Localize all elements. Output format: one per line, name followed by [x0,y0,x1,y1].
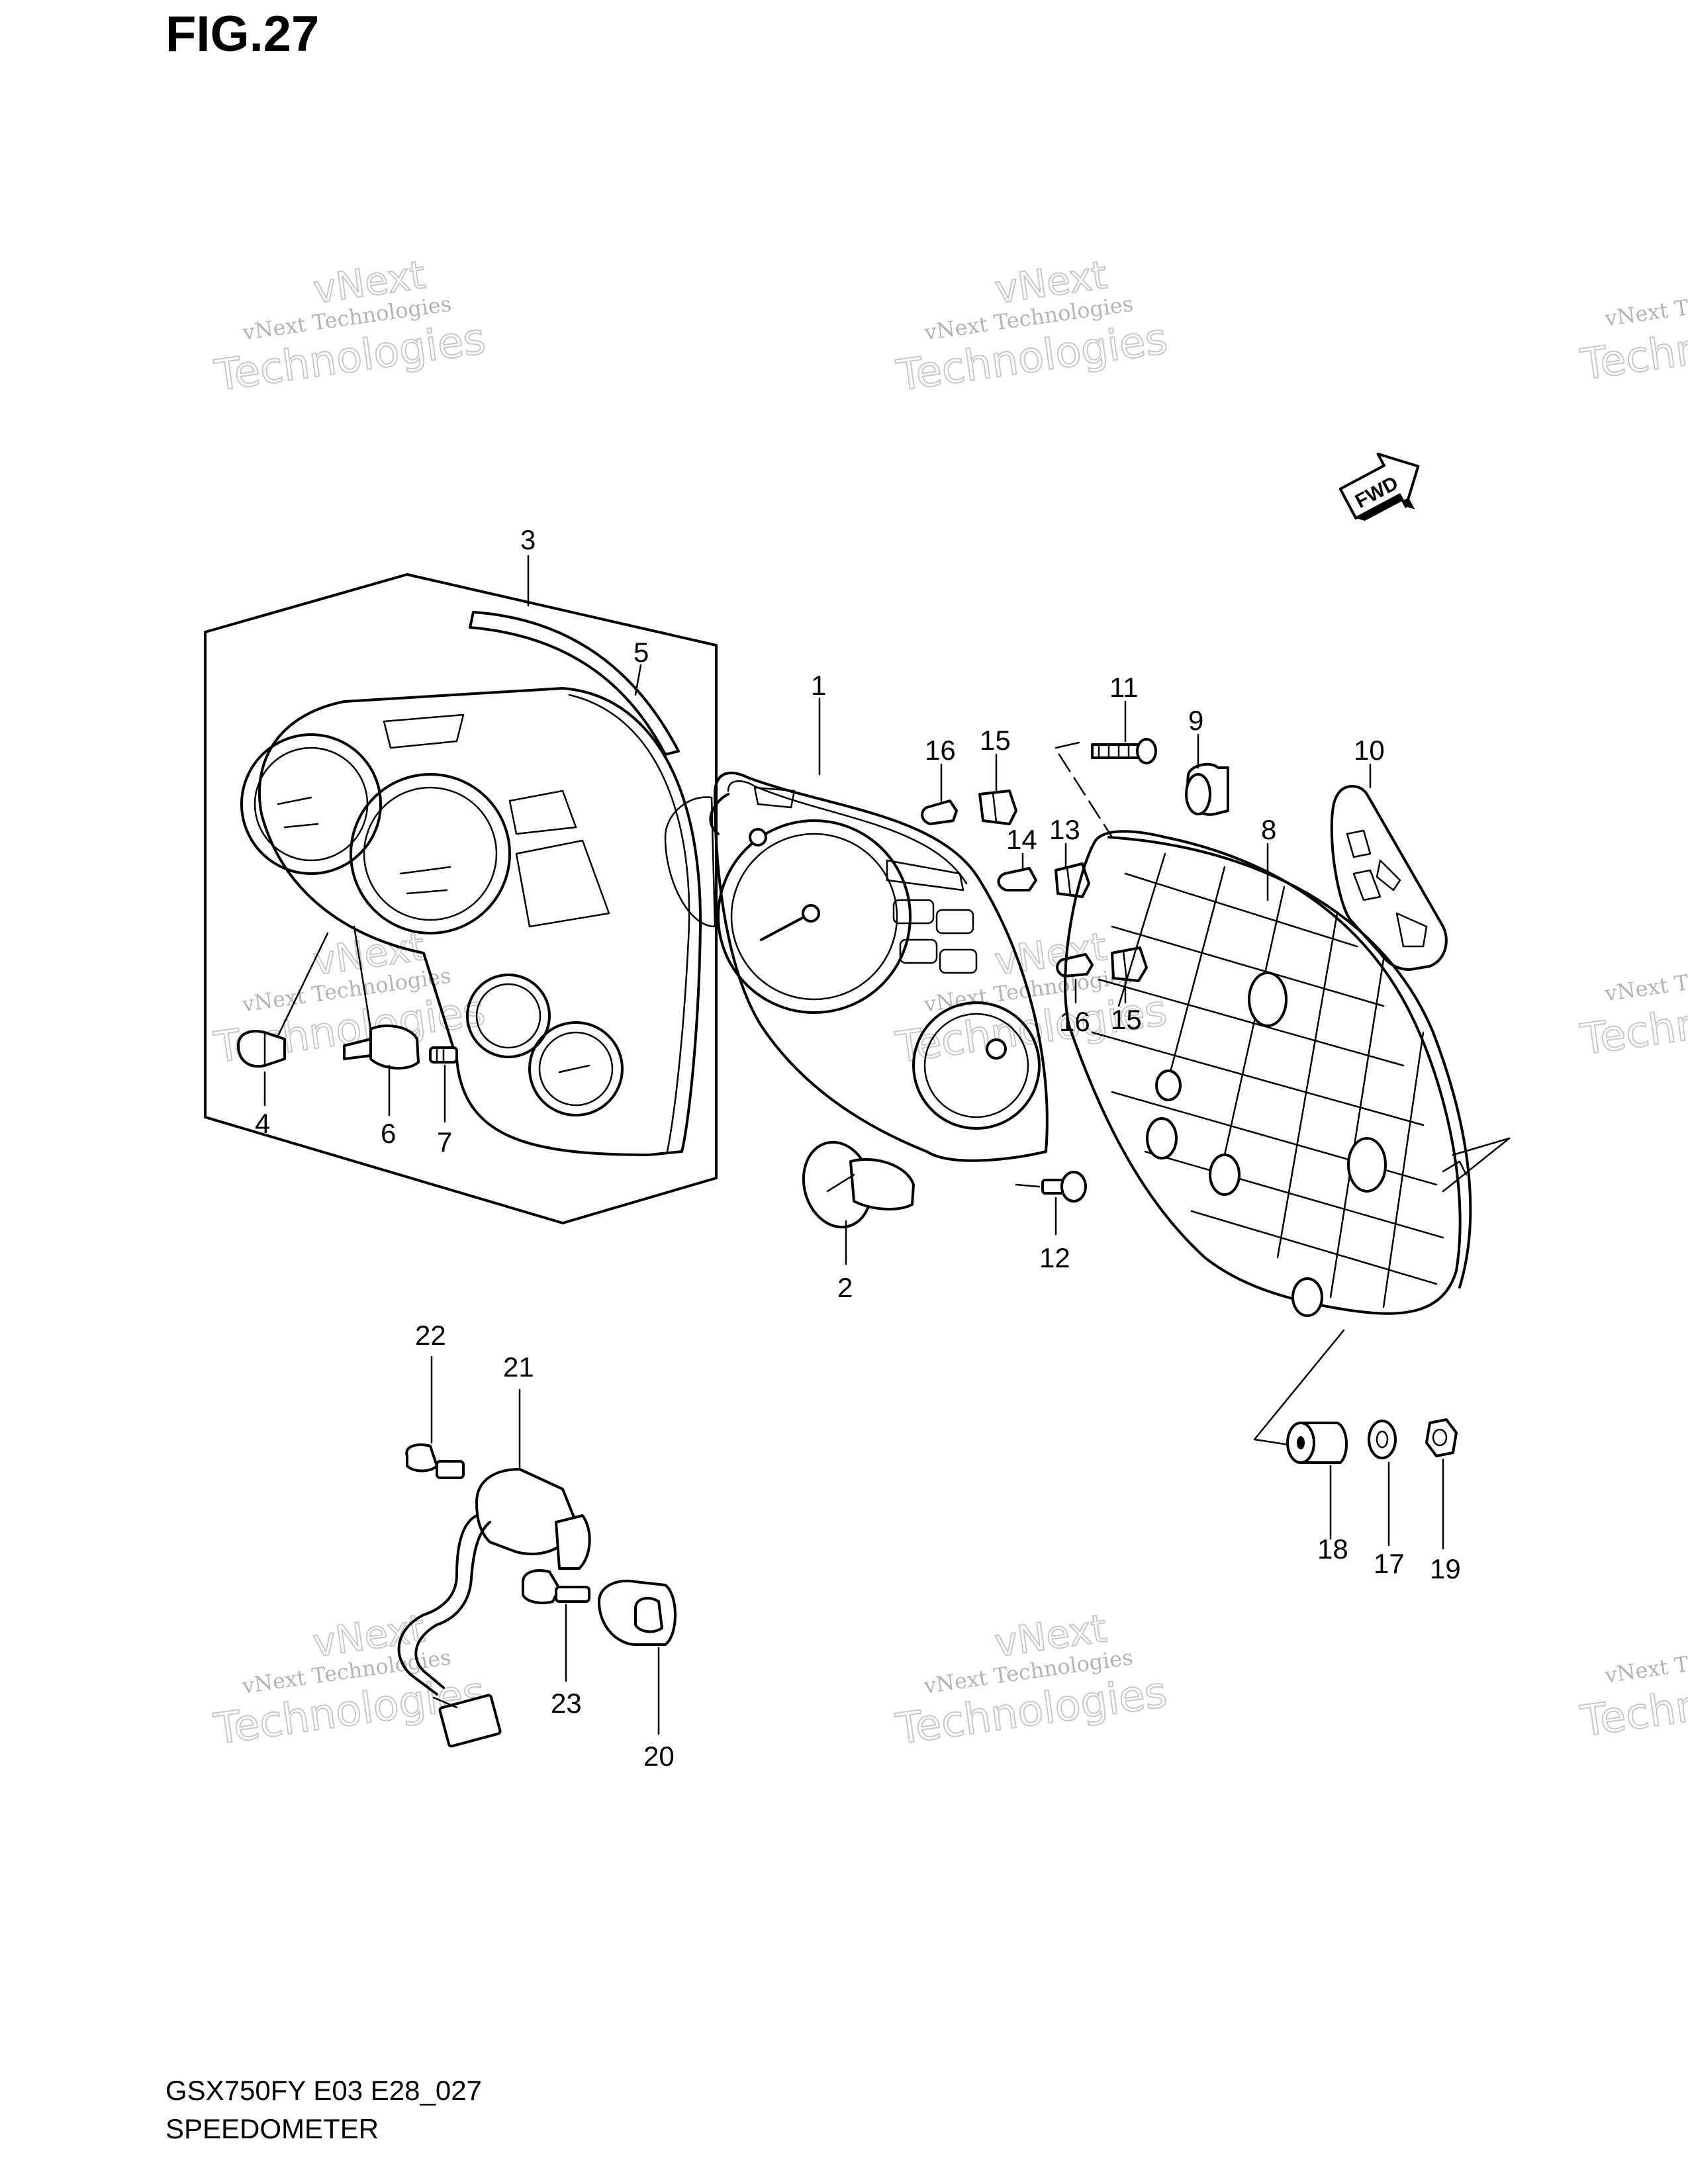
callout-19: 19 [1430,1553,1461,1584]
figure-title: FIG.27 [165,6,320,62]
part-14-bulb [997,867,1037,891]
callout-leaders [263,555,1444,1735]
part-3-meter-cover [204,573,718,1224]
callout-23: 23 [551,1688,582,1719]
part-2-bulb [802,1140,915,1229]
callout-4: 4 [255,1108,270,1139]
callout-21: 21 [503,1351,534,1383]
part-1-meter-body [664,771,1049,1162]
figure-name: SPEEDOMETER [165,2113,379,2144]
part-7-screw [429,1046,458,1064]
leader-line [277,932,329,1037]
callout-numbers: 1 2 3 4 5 6 7 8 9 10 11 12 13 14 15 15 1… [255,524,1461,1772]
callout-17: 17 [1374,1548,1405,1579]
callout-9: 9 [1188,705,1203,736]
callout-16b: 16 [1059,1006,1090,1037]
watermark-text: vNext Technologies [1603,277,1688,332]
part-10-bracket [1330,785,1448,971]
callout-7: 7 [437,1126,452,1158]
part-15-socket-upper [978,790,1017,825]
watermark-bottom-center: vNext Technologies vNext Technologies [892,1605,1170,1755]
callout-11: 11 [1109,672,1139,703]
part-15-socket-lower [1111,946,1148,982]
leader-line [353,925,372,1030]
callout-22: 22 [415,1320,446,1351]
leader-line [1452,1137,1511,1156]
part-11-screw [1091,738,1157,764]
watermark-mid-left: vNext Technologies vNext Technologies [211,923,489,1073]
part-9-grommet [1185,762,1229,816]
callout-5: 5 [633,637,649,668]
part-6-bulb-socket [343,1024,420,1070]
leader-line [1253,1329,1345,1447]
watermark-bottom-right: vNext Technologies Technologies [1577,1634,1688,1747]
watermark-mid-right: vNext Technologies Technologies [1577,952,1688,1066]
part-21-socket-harness [397,1468,591,1748]
callout-10: 10 [1354,735,1385,766]
callout-14: 14 [1006,824,1037,855]
callout-16a: 16 [925,735,956,766]
callout-13: 13 [1049,814,1080,845]
leader-line [1058,753,1113,839]
leader-line [1055,741,1080,749]
watermark-top-center: vNext Technologies vNext Technologies [893,251,1171,402]
part-22-screw [405,1443,465,1479]
part-16-bulb-upper [921,799,958,825]
part-23-screw [522,1569,590,1604]
part-18-grommet [1286,1422,1348,1464]
figure-code: GSX750FY E03 E28_027 [165,2075,482,2106]
part-13-socket [1055,862,1090,898]
callout-15b: 15 [1111,1004,1142,1035]
part-20-bulb [598,1579,677,1646]
callout-6: 6 [381,1118,396,1149]
callout-12: 12 [1039,1242,1070,1273]
watermark-text: vNext Technologies [1603,1634,1688,1688]
callout-8: 8 [1261,814,1276,845]
callout-15a: 15 [980,725,1011,756]
part-5-lens-strip [469,611,680,756]
part-19-nut [1425,1418,1458,1457]
callout-3: 3 [520,524,536,555]
part-4-bulb-socket [237,1030,286,1068]
watermark-top-left: vNext Technologies vNext Technologies [211,251,489,402]
callout-18: 18 [1317,1533,1348,1565]
part-8-meter-case [1064,830,1472,1317]
watermark-top-right: vNext Technologies Technologies [1577,277,1688,390]
leader-line [1442,1137,1511,1193]
part-12-screw [1015,1171,1087,1203]
callout-20: 20 [643,1741,675,1772]
callout-2: 2 [837,1272,853,1303]
part-17-washer [1368,1420,1397,1459]
fwd-arrow-icon: FWD [1338,452,1420,522]
watermark-text: vNext Technologies [1603,952,1688,1007]
callout-1: 1 [811,670,826,701]
